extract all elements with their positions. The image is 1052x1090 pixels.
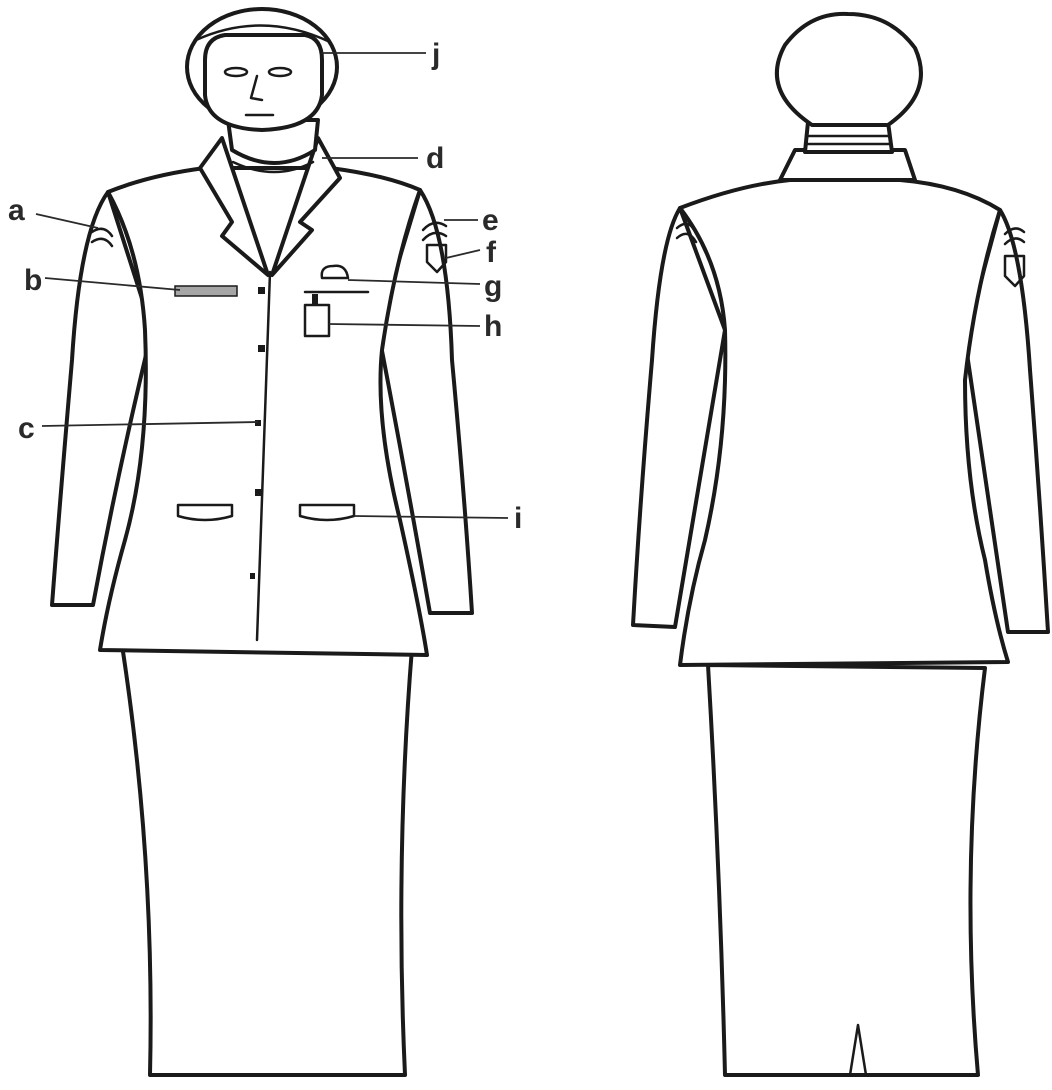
back-jacket-body [680, 180, 1008, 665]
label-e: e [482, 204, 499, 237]
label-g: g [484, 270, 502, 303]
button-4 [255, 489, 262, 496]
label-i: i [514, 502, 522, 535]
back-view [633, 14, 1048, 1075]
label-b: b [24, 264, 42, 297]
front-jacket-body [100, 168, 427, 655]
label-f: f [486, 236, 497, 269]
label-c: c [18, 412, 35, 445]
back-collar [780, 150, 915, 180]
back-skirt [708, 665, 985, 1075]
name-tag [175, 286, 237, 296]
button-3 [255, 420, 261, 426]
label-j: j [431, 38, 440, 71]
button-5 [250, 573, 255, 579]
label-a: a [8, 194, 25, 227]
back-head [777, 14, 921, 125]
label-d: d [426, 142, 444, 175]
button-2 [258, 345, 265, 352]
button-1 [258, 287, 265, 294]
label-h: h [484, 310, 502, 343]
front-view [52, 9, 472, 1075]
leader-a [36, 214, 98, 228]
leader-f [446, 250, 480, 258]
front-skirt [122, 645, 412, 1075]
